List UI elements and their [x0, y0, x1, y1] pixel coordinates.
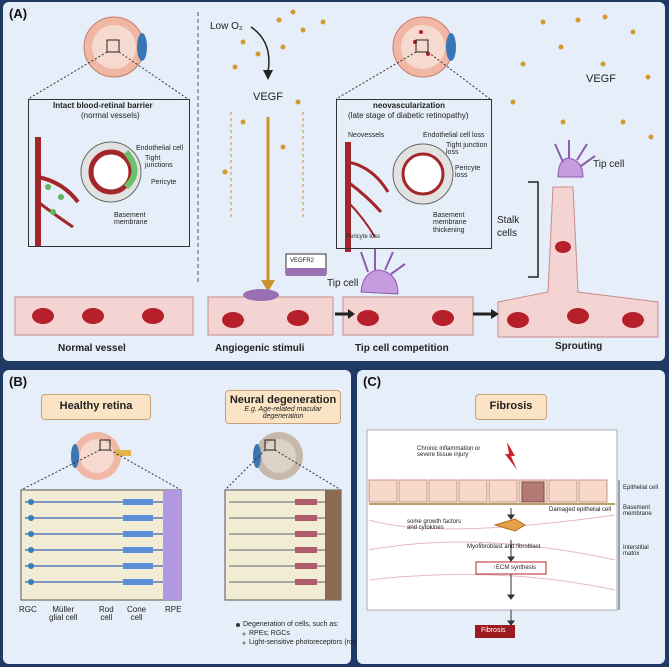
fibrosis-title: Fibrosis: [475, 394, 547, 420]
interstitial-label: Interstitial matrix: [623, 545, 649, 558]
degenerated-retina-layers: [224, 489, 342, 601]
panel-c-drawing: [366, 429, 620, 638]
injury-bolt-icon: [505, 442, 517, 470]
eye-icon: [253, 432, 303, 480]
panel-b-label: (B): [9, 374, 28, 389]
panel-a: (A): [3, 2, 665, 361]
tight-junction-label: Tight junctions: [145, 155, 173, 170]
stage-label: Tip cell competition: [355, 343, 449, 354]
neovessels-label: Neovessels: [348, 132, 385, 139]
intact-subtitle: (normal vessels): [81, 111, 140, 120]
tip-cell-label: Tip cell: [327, 278, 359, 289]
pericyte-loss-small-label: Pericyte loss: [346, 234, 381, 240]
endo-loss-label: Endothelial cell loss: [423, 132, 485, 139]
pericyte-label: Pericyte: [151, 179, 177, 186]
chronic-label: Chronic inflammation or severe tissue in…: [417, 446, 481, 459]
degeneration-item: Light-sensitive photoreceptors (rods and…: [249, 639, 397, 646]
neural-degeneration-title: Neural degeneration: [229, 394, 337, 406]
basement-label: Basement membrane: [114, 212, 148, 227]
intact-barrier-box: [28, 99, 190, 247]
panel-b-drawing: [20, 432, 342, 645]
low-o2-label: Low O₂: [210, 21, 243, 32]
healthy-retina-title: Healthy retina: [41, 394, 151, 420]
neural-degeneration-title-box: Neural degeneration E.g. Age-related mac…: [225, 390, 341, 424]
vegf-molecules: [222, 9, 654, 175]
panel-a-drawing: [14, 9, 659, 338]
eye-icon: [71, 432, 131, 480]
eye-icon: [83, 16, 147, 78]
panel-b: (B) Healthy retina Neural degeneration E…: [3, 370, 397, 664]
degeneration-header: Degeneration of cells, such as:: [243, 621, 339, 628]
vegf-label: VEGF: [586, 73, 616, 85]
panel-c: (C) Fibrosis Chronic inflammation or sev…: [357, 370, 665, 664]
tip-cell-label: Tip cell: [593, 159, 625, 170]
fibrosis-box: [475, 625, 515, 638]
cell-label: Müller glial cell: [49, 605, 78, 623]
endothelial-label: Endothelial cell: [136, 145, 184, 152]
cell-label: Cone cell: [127, 605, 147, 623]
ecm-label: ↑ECM synthesis: [493, 565, 537, 571]
intact-title: Intact blood-retinal barrier: [53, 101, 153, 110]
neural-degeneration-subtitle: E.g. Age-related macular degeneration: [244, 406, 322, 420]
neo-title: neovascularization: [373, 101, 446, 110]
stage-label: Sprouting: [555, 341, 603, 352]
eye-icon: [392, 16, 456, 78]
stage-label: Normal vessel: [58, 343, 126, 354]
stalk-cells-label: Stalk cells: [497, 215, 520, 239]
pericyte-loss-label: Pericyte loss: [455, 165, 481, 180]
damaged-label: Damaged epithelial cell: [549, 507, 612, 513]
vegfr2-label: VEGFR2: [290, 258, 315, 264]
growth-factors-label: some growth factors and cytokines: [407, 519, 462, 532]
tip-cell: [360, 140, 596, 295]
cell-label: RPE: [165, 605, 182, 614]
cell-label: RGC: [19, 605, 37, 614]
panel-c-label: (C): [363, 374, 382, 389]
neo-subtitle: (late stage of diabetic retinopathy): [348, 111, 469, 120]
healthy-retina-layers: [20, 489, 182, 601]
stage-label: Angiogenic stimuli: [215, 343, 305, 354]
cell-label: Rod cell: [99, 605, 114, 623]
tight-loss-label: Tight junction loss: [446, 142, 488, 157]
damaged-epithelial-cell: [521, 481, 545, 503]
myofibroblast-label: Myofibroblast and fibroblast: [467, 544, 541, 550]
vegf-label: VEGF: [253, 91, 283, 103]
fibrosis-label: Fibrosis: [481, 627, 506, 634]
bm-thickening-label: Basement membrane thickening: [433, 212, 467, 234]
basement-label: Basement membrane: [623, 505, 652, 518]
panel-a-label: (A): [9, 6, 28, 21]
red-blood-cells: [32, 241, 644, 328]
epithelial-label: Epithelial cell: [623, 485, 659, 491]
neovascularization-box: [336, 99, 492, 249]
ecm-box: [475, 561, 547, 575]
degeneration-item: RPEs; RGCs: [249, 630, 290, 637]
fibroblast-cell: [493, 518, 526, 532]
